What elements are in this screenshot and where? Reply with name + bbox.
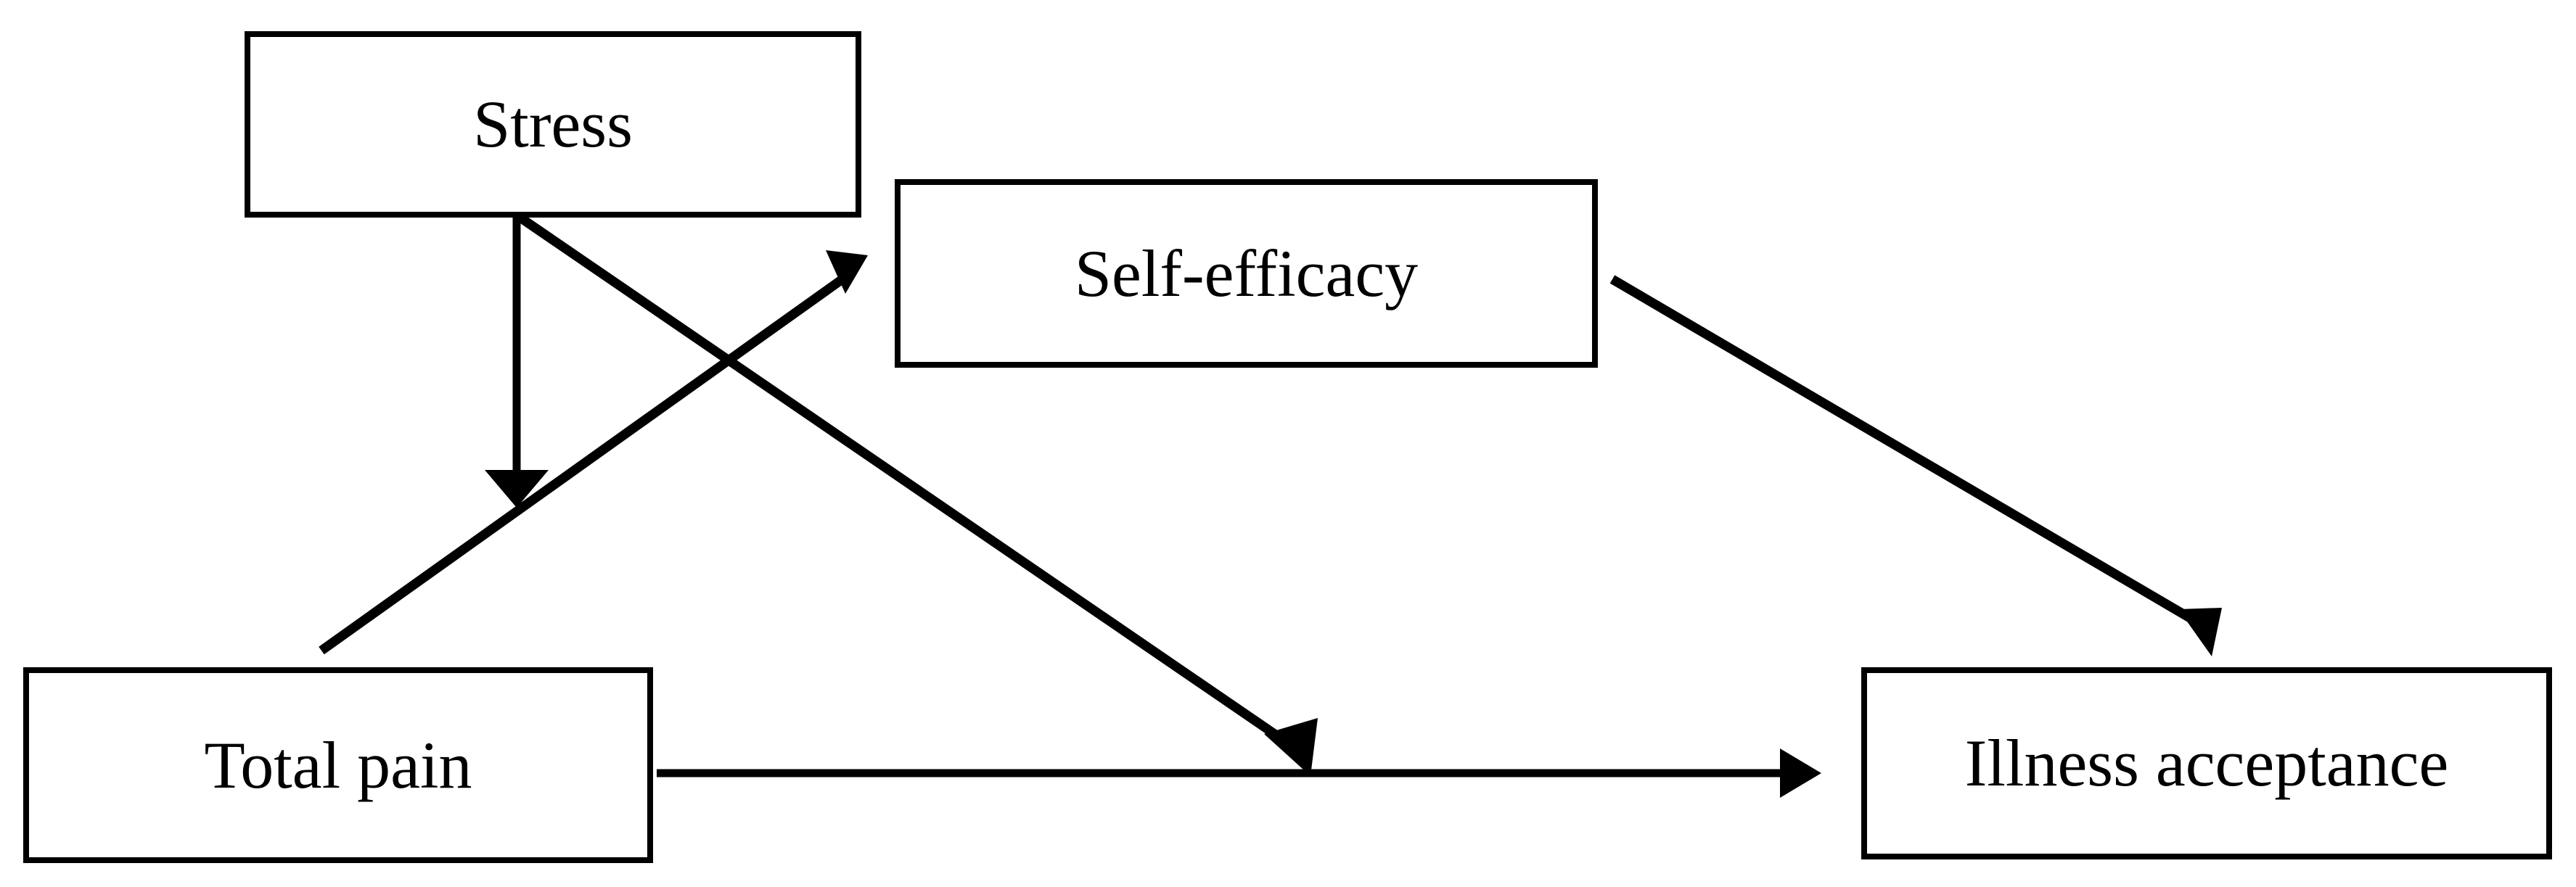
edge-stress-down bbox=[485, 215, 549, 508]
edge-total-pain-to-illness-arrowhead bbox=[1780, 748, 1821, 798]
node-self-efficacy-label: Self-efficacy bbox=[1074, 236, 1419, 310]
edge-stress-to-illness bbox=[515, 212, 1318, 776]
node-total-pain-label: Total pain bbox=[204, 727, 472, 802]
edge-self-efficacy-to-illness-line bbox=[1609, 275, 2205, 630]
edge-total-pain-to-illness bbox=[657, 748, 1821, 798]
edge-self-efficacy-to-illness bbox=[1609, 275, 2222, 656]
node-stress[interactable]: Stress bbox=[245, 31, 861, 218]
edge-stress-down-arrowhead bbox=[485, 470, 549, 508]
edge-total-pain-to-self-efficacy bbox=[319, 250, 868, 655]
edge-stress-to-illness-line bbox=[515, 212, 1302, 755]
node-illness-acceptance[interactable]: Illness acceptance bbox=[1861, 667, 2552, 859]
node-illness-acceptance-label: Illness acceptance bbox=[1964, 726, 2449, 801]
node-stress-label: Stress bbox=[473, 87, 633, 162]
node-self-efficacy[interactable]: Self-efficacy bbox=[895, 179, 1598, 368]
edge-total-pain-to-self-efficacy-arrowhead bbox=[826, 250, 868, 294]
edge-stress-to-illness-arrowhead bbox=[1264, 718, 1318, 776]
edge-self-efficacy-to-illness-arrowhead bbox=[2178, 608, 2222, 656]
edge-total-pain-to-self-efficacy-line bbox=[319, 273, 848, 655]
node-total-pain[interactable]: Total pain bbox=[23, 667, 653, 863]
